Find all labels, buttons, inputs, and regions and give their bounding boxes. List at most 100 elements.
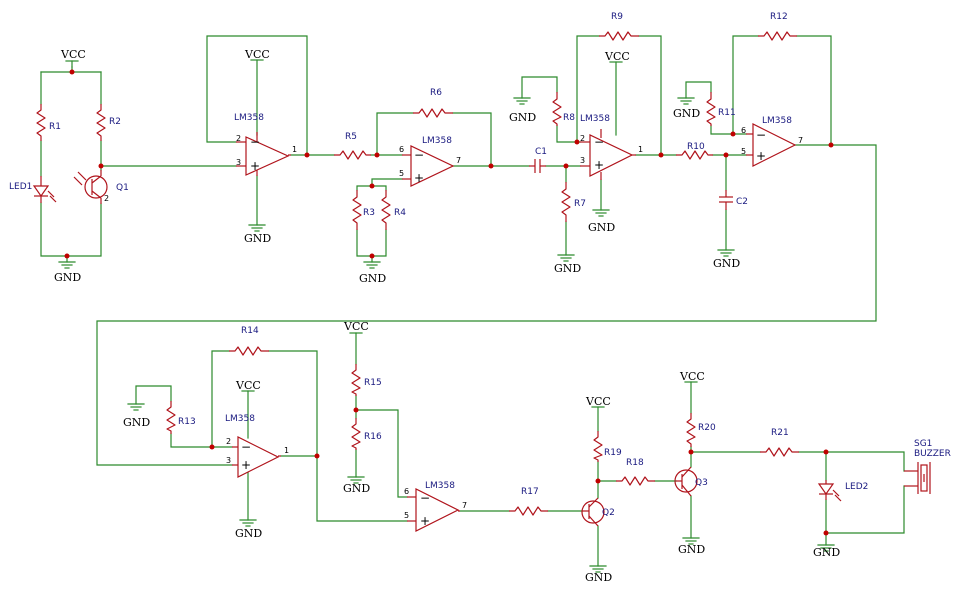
svg-text:7: 7 — [462, 501, 467, 510]
gnd-symbol-1: GND — [54, 261, 81, 284]
vcc-symbol-r20: VCC — [679, 370, 705, 383]
svg-text:−: − — [250, 135, 260, 149]
svg-text:GND: GND — [359, 272, 386, 285]
resistor-r2: R2 — [96, 104, 121, 141]
vcc-symbols: VCC VCC VCC VCC VCC VCC VCC — [60, 48, 705, 408]
svg-text:R14: R14 — [241, 326, 259, 336]
svg-text:2: 2 — [580, 134, 585, 143]
svg-text:LM358: LM358 — [422, 136, 452, 146]
svg-text:GND: GND — [343, 482, 370, 495]
svg-text:−: − — [241, 440, 251, 454]
svg-text:GND: GND — [585, 571, 612, 584]
svg-text:LM358: LM358 — [580, 114, 610, 124]
svg-text:R5: R5 — [345, 132, 357, 142]
svg-text:R20: R20 — [698, 423, 716, 433]
svg-text:GND: GND — [244, 232, 271, 245]
opamp-u5: − + LM358 2 3 1 — [225, 414, 289, 478]
vcc-symbol-u5: VCC — [235, 379, 261, 392]
svg-text:R4: R4 — [394, 208, 406, 218]
svg-text:LED2: LED2 — [845, 482, 868, 492]
svg-text:LED1: LED1 — [9, 182, 32, 192]
svg-text:GND: GND — [713, 257, 740, 270]
resistor-r12: R12 — [758, 12, 797, 41]
svg-text:GND: GND — [509, 111, 536, 124]
gnd-symbol-6: GND — [588, 209, 615, 234]
opamp-u3: − + LM358 2 3 1 — [580, 114, 643, 180]
vcc-symbol-r19: VCC — [585, 395, 611, 408]
svg-text:R6: R6 — [430, 88, 442, 98]
capacitor-c1: C1 — [529, 147, 547, 173]
svg-text:GND: GND — [235, 527, 262, 540]
opamp-u2: − + LM358 6 5 7 — [399, 136, 461, 187]
svg-text:GND: GND — [588, 221, 615, 234]
vcc-symbol-q1: VCC — [60, 48, 86, 68]
opamp-u4: − + LM358 6 5 7 — [741, 116, 803, 167]
vcc-symbol-u3: VCC — [604, 50, 630, 63]
svg-text:7: 7 — [456, 156, 461, 165]
svg-text:5: 5 — [404, 511, 409, 520]
svg-text:+: + — [756, 149, 766, 163]
svg-text:2: 2 — [104, 194, 109, 203]
resistor-r13: R13 — [166, 401, 196, 434]
svg-text:R9: R9 — [611, 12, 623, 22]
capacitor-c2: C2 — [719, 190, 748, 210]
resistor-r4: R4 — [381, 190, 406, 230]
vcc-symbol-r15: VCC — [343, 320, 369, 334]
junctions — [64, 69, 834, 536]
svg-text:R17: R17 — [521, 487, 539, 497]
gnd-symbol-10: GND — [235, 519, 262, 540]
svg-text:+: + — [594, 158, 604, 172]
resistor-r1: R1 — [36, 104, 61, 141]
svg-text:LM358: LM358 — [762, 116, 792, 126]
svg-text:5: 5 — [741, 147, 746, 156]
resistor-r16: R16 — [351, 418, 382, 450]
svg-text:VCC: VCC — [60, 48, 86, 61]
gnd-symbol-14: GND — [813, 544, 840, 559]
svg-text:2: 2 — [226, 437, 231, 446]
svg-text:GND: GND — [673, 107, 700, 120]
svg-text:R15: R15 — [364, 378, 382, 388]
gnd-symbol-9: GND — [123, 403, 150, 429]
gnd-symbol-5: GND — [554, 254, 581, 275]
svg-text:+: + — [420, 514, 430, 528]
resistor-r14: R14 — [229, 326, 269, 356]
resistor-r11: R11 — [706, 92, 736, 126]
svg-text:3: 3 — [226, 456, 231, 465]
svg-text:1: 1 — [284, 446, 289, 455]
opamp-u1: − + LM358 2 3 1 — [234, 113, 297, 176]
svg-text:VCC: VCC — [343, 320, 369, 333]
svg-text:3: 3 — [580, 156, 585, 165]
gnd-symbol-13: GND — [678, 537, 705, 556]
svg-text:−: − — [594, 135, 604, 149]
resistor-r18: R18 — [616, 458, 655, 486]
svg-text:GND: GND — [678, 543, 705, 556]
resistor-r5: R5 — [334, 132, 371, 160]
svg-text:2: 2 — [236, 134, 241, 143]
svg-text:GND: GND — [554, 262, 581, 275]
svg-text:Q2: Q2 — [602, 508, 615, 518]
svg-text:1: 1 — [638, 145, 643, 154]
svg-text:SG1: SG1 — [914, 439, 932, 449]
svg-text:C1: C1 — [535, 147, 547, 157]
svg-text:−: − — [420, 491, 430, 505]
svg-text:+: + — [414, 171, 424, 185]
svg-text:5: 5 — [399, 169, 404, 178]
wires — [40, 35, 905, 567]
buzzer-sg1: SG1 BUZZER — [904, 439, 951, 494]
gnd-symbol-3: GND — [359, 261, 386, 285]
svg-text:6: 6 — [741, 126, 746, 135]
gnd-symbol-7: GND — [673, 97, 700, 120]
gnd-symbol-11: GND — [343, 476, 370, 495]
svg-text:−: − — [756, 128, 766, 142]
resistor-r17: R17 — [509, 487, 548, 516]
svg-text:−: − — [414, 148, 424, 162]
transistor-q2: Q2 — [581, 497, 615, 527]
svg-text:6: 6 — [399, 145, 404, 154]
resistor-r10: R10 — [676, 142, 713, 160]
svg-text:Q1: Q1 — [116, 183, 129, 193]
gnd-symbol-12: GND — [585, 565, 612, 584]
svg-text:GND: GND — [813, 546, 840, 559]
resistor-r3: R3 — [352, 190, 375, 230]
svg-text:LM358: LM358 — [234, 113, 264, 123]
